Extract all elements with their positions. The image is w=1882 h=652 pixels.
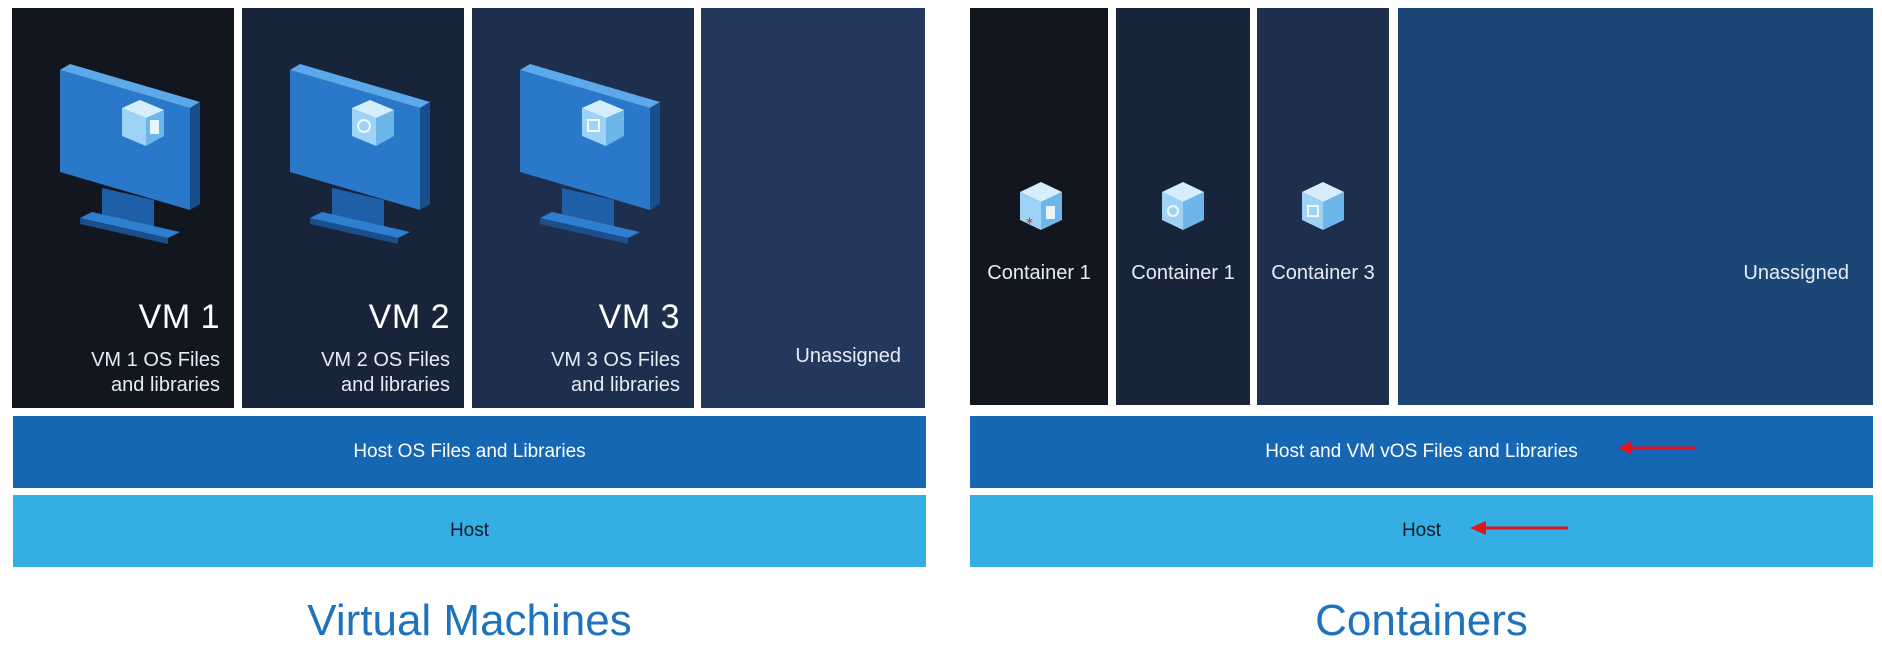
vm-1-subtitle: VM 1 OS Files and libraries	[91, 349, 220, 396]
unassigned-panel: Unassigned	[1398, 8, 1873, 405]
red-arrow-icon	[1470, 521, 1568, 535]
containers-diagram: * Container 1 Container 1 Container 3 Un…	[960, 0, 1882, 652]
unassigned-label: Unassigned	[1743, 262, 1849, 284]
cube-icon	[582, 100, 624, 146]
host-band: Host	[970, 495, 1873, 567]
monitor-icon	[520, 64, 660, 244]
svg-text:*: *	[1026, 216, 1033, 232]
host-vm-os-band: Host and VM vOS Files and Libraries	[970, 416, 1873, 488]
container-1-panel: * Container 1	[970, 8, 1108, 405]
vm-3-subtitle: VM 3 OS Files and libraries	[551, 349, 680, 396]
containers-caption: Containers	[1315, 596, 1528, 645]
virtual-machines-caption: Virtual Machines	[307, 596, 632, 645]
container-3-panel: Container 3	[1257, 8, 1389, 405]
cube-icon	[352, 100, 394, 146]
host-label: Host	[1401, 520, 1442, 541]
unassigned-label: Unassigned	[795, 345, 901, 367]
cube-icon	[1302, 182, 1344, 230]
cube-icon	[122, 100, 164, 146]
monitor-icon	[60, 64, 200, 244]
vm-2-panel: VM 2 VM 2 OS Files and libraries	[242, 8, 464, 408]
virtual-machines-diagram: VM 1 VM 1 OS Files and libraries VM 2 VM…	[0, 0, 940, 652]
container-1-label: Container 1	[987, 262, 1091, 284]
vm-2-title: VM 2	[368, 298, 450, 336]
vm-1-panel: VM 1 VM 1 OS Files and libraries	[12, 8, 234, 408]
host-vm-os-label: Host and VM vOS Files and Libraries	[1265, 441, 1578, 462]
container-2-panel: Container 1	[1116, 8, 1250, 405]
container-2-label: Container 1	[1131, 262, 1235, 284]
host-os-band: Host OS Files and Libraries	[13, 416, 926, 488]
cube-icon: *	[1020, 182, 1062, 232]
vm-3-title: VM 3	[598, 298, 680, 336]
vm-2-subtitle: VM 2 OS Files and libraries	[321, 349, 450, 396]
unassigned-panel: Unassigned	[701, 8, 925, 408]
container-3-label: Container 3	[1271, 262, 1375, 284]
vm-1-title: VM 1	[138, 298, 220, 336]
monitor-icon	[290, 64, 430, 244]
vm-3-panel: VM 3 VM 3 OS Files and libraries	[472, 8, 694, 408]
host-band: Host	[13, 495, 926, 567]
cube-icon	[1162, 182, 1204, 230]
red-arrow-icon	[1618, 441, 1696, 455]
